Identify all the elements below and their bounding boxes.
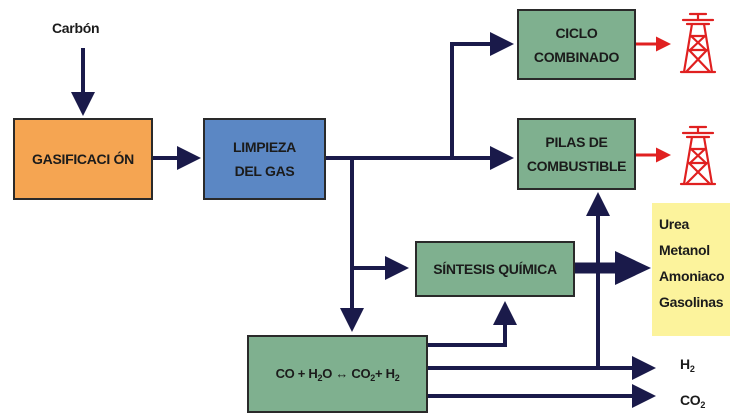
product-item: Urea bbox=[659, 216, 689, 232]
chemical-synthesis-box: SÍNTESIS QUÍMICA bbox=[415, 241, 575, 297]
co2-output-label: CO2 bbox=[680, 392, 706, 410]
product-item: Gasolinas bbox=[659, 294, 724, 310]
combined-cycle-label-line2: COMBINADO bbox=[533, 48, 620, 65]
gas-cleaning-box: LIMPIEZA DEL GAS bbox=[203, 118, 326, 200]
fuel-cells-label-line1: PILAS DE bbox=[545, 134, 608, 150]
product-item: Amoniaco bbox=[659, 268, 725, 284]
combined-cycle-box: CICLO COMBINADO bbox=[517, 9, 636, 80]
combined-cycle-label-line1: CICLO bbox=[555, 24, 598, 41]
arrow-to-combined-cycle bbox=[450, 32, 514, 158]
arrow-shift-to-synthesis bbox=[428, 301, 517, 347]
shift-reaction-box: CO + H2O ↔ CO2+ H2 bbox=[247, 335, 428, 413]
gas-cleaning-label-line1: LIMPIEZA bbox=[233, 139, 296, 155]
shift-reaction-formula: CO + H2O ↔ CO2+ H2 bbox=[275, 366, 400, 383]
chemical-synthesis-label: SÍNTESIS QUÍMICA bbox=[433, 261, 557, 277]
power-tower-icon bbox=[679, 12, 717, 74]
fuel-cells-label-line2: COMBUSTIBLE bbox=[526, 158, 627, 174]
products-list: Urea Metanol Amoniaco Gasolinas bbox=[652, 203, 730, 336]
gasification-label: GASIFICACI ÓN bbox=[32, 151, 134, 167]
power-tower-icon bbox=[679, 125, 717, 186]
product-item: Metanol bbox=[659, 242, 710, 258]
coal-input-label: Carbón bbox=[52, 20, 100, 36]
arrowhead-synthesis-to-products bbox=[615, 251, 651, 285]
h2-output-label: H2 bbox=[680, 356, 695, 374]
fuel-cells-box: PILAS DE COMBUSTIBLE bbox=[517, 118, 636, 190]
gasification-box: GASIFICACI ÓN bbox=[13, 118, 153, 200]
gas-cleaning-label-line2: DEL GAS bbox=[234, 163, 295, 179]
